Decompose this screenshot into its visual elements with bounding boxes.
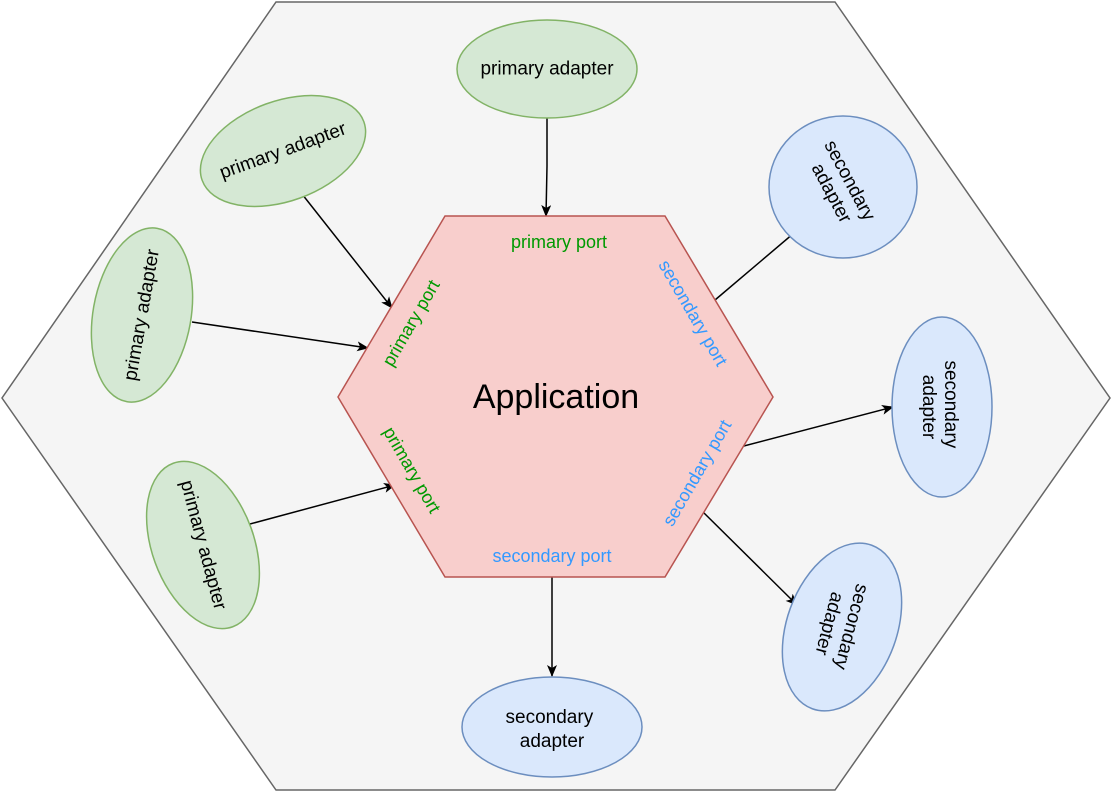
arrow-secondary-adapter-right [739, 404, 894, 448]
secondary-adapter-lower-right: secondary adapter [781, 542, 903, 712]
secondary-adapters: secondary adapter secondary adapter seco… [461, 115, 993, 778]
application-label: Application [473, 378, 639, 416]
arrow-primary-adapter-top [541, 118, 552, 217]
primary-adapter-upper-left: primary adapter [199, 94, 367, 208]
arrow-secondary-adapter-lower-right [702, 511, 798, 606]
primary-adapter-left-shape [90, 227, 194, 403]
arrow-primary-adapter-lower-left [249, 483, 396, 525]
primary-adapters: primary adapter primary adapter primary … [90, 19, 638, 630]
secondary-adapter-bottom: secondary adapter [461, 676, 643, 778]
primary-adapter-upper-left-shape [199, 94, 367, 208]
primary-adapter-lower-left: primary adapter [145, 460, 261, 630]
secondary-adapter-right-line-2: adapter [918, 375, 939, 440]
secondary-adapter-bottom-label: secondary adapter [506, 707, 599, 752]
secondary-adapter-bottom-line-2: adapter [520, 731, 585, 752]
secondary-port-label-bottom: secondary port [492, 546, 611, 566]
secondary-adapter-bottom-line-1: secondary [506, 707, 594, 728]
application-hexagon [337, 215, 774, 578]
primary-adapter-top-label: primary adapter [480, 59, 614, 80]
connections [191, 118, 894, 677]
secondary-adapter-upper-right: secondary adapter [768, 115, 918, 259]
arrow-primary-adapter-upper-left [301, 193, 393, 309]
secondary-adapter-lower-right-shape [781, 542, 903, 712]
arrow-primary-adapter-left [191, 321, 369, 352]
secondary-adapter-right-line-1: secondary [940, 361, 961, 449]
primary-port-label-top: primary port [511, 232, 607, 252]
primary-adapter-top-shape [456, 19, 638, 119]
primary-adapter-top: primary adapter [456, 19, 638, 119]
secondary-adapter-upper-right-shape [768, 115, 918, 259]
secondary-adapter-bottom-shape [461, 676, 643, 778]
secondary-adapter-right-label: secondary adapter [918, 361, 961, 454]
primary-adapter-lower-left-shape [145, 460, 261, 630]
secondary-adapter-right-shape [891, 316, 993, 498]
secondary-adapter-right: secondary adapter [891, 316, 993, 498]
primary-adapter-left: primary adapter [90, 227, 194, 403]
